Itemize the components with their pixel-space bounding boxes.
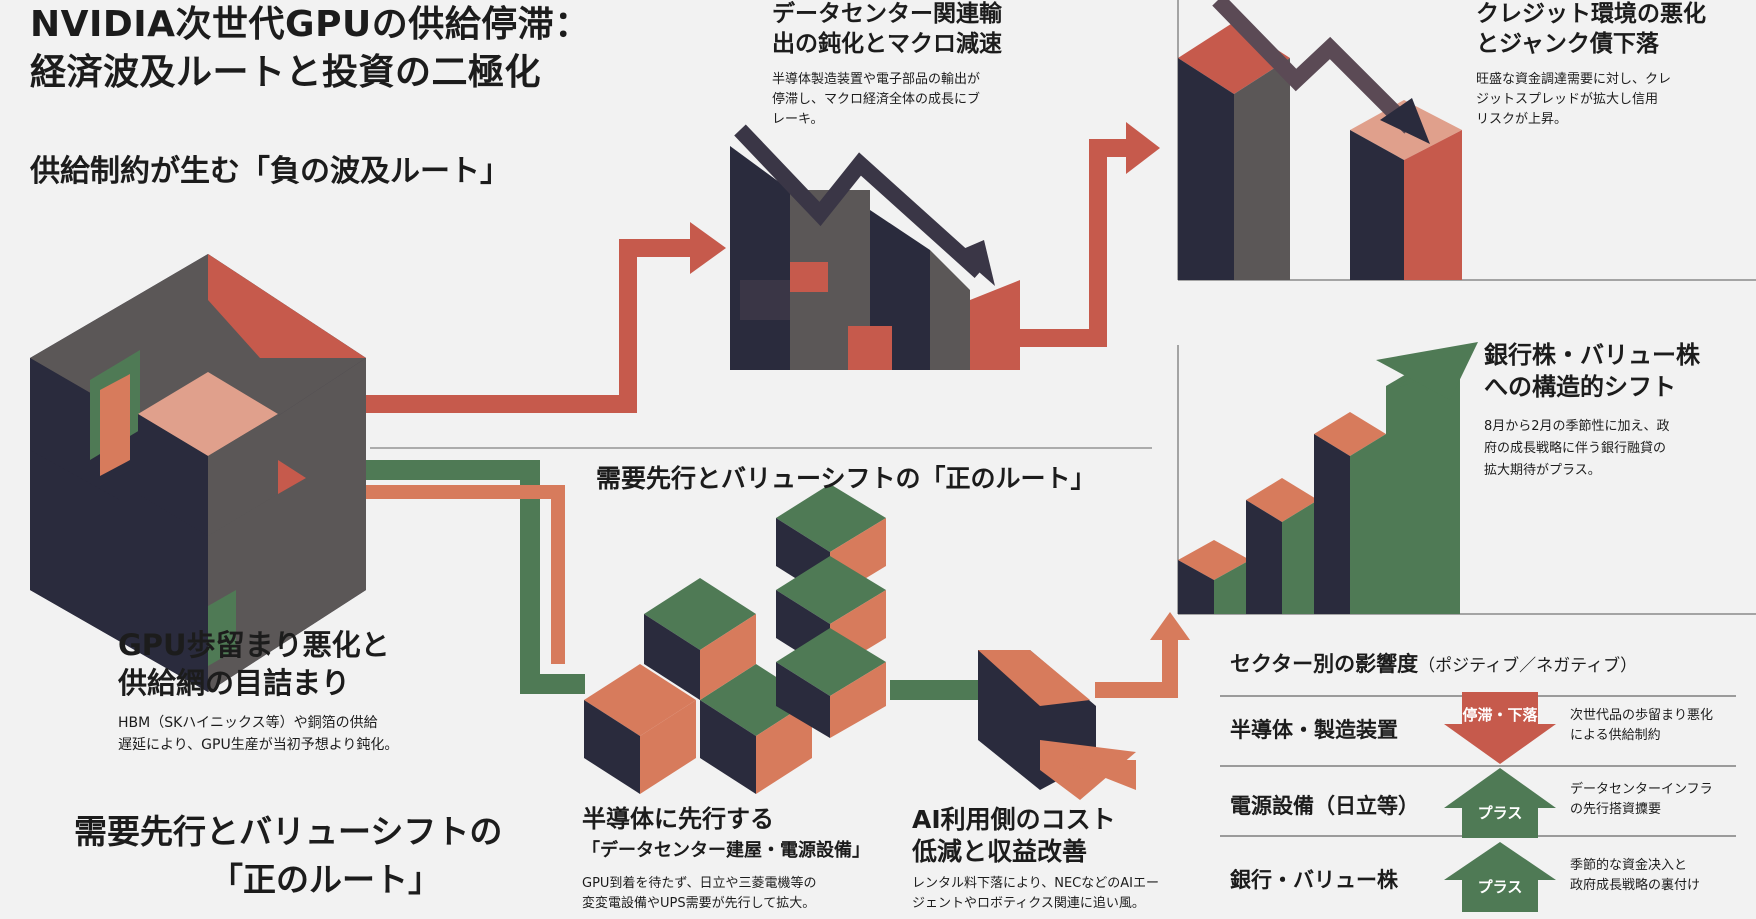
semis-lead-desc-line2: 変変電設備やUPS需要が先行して拡大。 [582, 896, 816, 911]
sector-row-badge: プラス [1477, 804, 1523, 822]
sector-row-label: 電源設備（日立等） [1230, 794, 1419, 818]
bank-title-line2: への構造的シフト [1484, 373, 1676, 401]
datacenter-desc-line3: レーキ。 [772, 112, 824, 127]
datacenter-decline-illustration [730, 124, 1020, 370]
sector-row-badge: プラス [1477, 878, 1523, 896]
bank-desc-line1: 8月から2月の季節性に加え、政 [1484, 419, 1670, 434]
positive-route-heading: 需要先行とバリューシフトの「正のルート」 [596, 464, 1096, 493]
sector-row-note-line1: 次世代品の歩留まり悪化 [1570, 708, 1714, 723]
ai-cost-illustration [978, 650, 1136, 800]
sector-table-title-suffix: （ポジティブ／ネガティブ） [1418, 656, 1638, 676]
gpu-block-desc-line2: 遅延により、GPU生産が当初予想より鈍化。 [118, 737, 399, 753]
ai-user-desc-line2: ジェントやロボティクス関連に追い風。 [912, 896, 1145, 911]
negative-route-arrow [360, 122, 1160, 413]
credit-desc-line2: ジットスプレッドが拡大し信用 [1476, 92, 1659, 107]
datacenter-building-cubes [584, 484, 886, 794]
gpu-cube-illustration [30, 254, 366, 692]
sector-row-note-line2: 政府成長戦略の裏付け [1570, 878, 1701, 893]
bank-desc-line3: 拡大期待がプラス。 [1484, 463, 1601, 478]
datacenter-title-line2: 出の鈍化とマクロ減速 [772, 31, 1002, 57]
sector-table-title: セクター別の影響度（ポジティブ／ネガティブ） [1230, 650, 1637, 680]
sector-table-title-main: セクター別の影響度 [1230, 652, 1419, 676]
credit-title-line1: クレジット環境の悪化 [1476, 1, 1706, 27]
page-title-line1: NVIDIA次世代GPUの供給停滞： [30, 4, 591, 45]
ai-user-title-line2: 低減と収益改善 [912, 837, 1088, 866]
sector-row-note-line1: データセンターインフラ [1570, 782, 1713, 797]
up-arrow-badge [1444, 842, 1556, 912]
ai-user-desc-line1: レンタル料下落により、NECなどのAIエー [912, 876, 1159, 891]
negative-route-title: 供給制約が生む「負の波及ルート」 [30, 154, 510, 189]
bank-desc-line2: 府の成長戦略に伴う銀行融貸の [1484, 441, 1667, 456]
gpu-block-desc-line1: HBM（SKハイニックス等）や銅箔の供給 [118, 715, 378, 731]
sector-row-badge: 停滞・下落 [1462, 706, 1538, 724]
page-title-line2: 経済波及ルートと投資の二極化 [30, 52, 542, 93]
gpu-block-title-line2: 供給網の目詰まり [118, 666, 351, 700]
up-arrow-badge [1444, 768, 1556, 838]
datacenter-title-line1: データセンター関連輸 [772, 1, 1002, 27]
positive-route-bottom-line2: 「正のルート」 [210, 860, 441, 899]
datacenter-desc-line1: 半導体製造装置や電子部品の輸出が [772, 72, 981, 87]
ai-user-title-line1: AI利用側のコスト [912, 805, 1116, 834]
sector-impact-table [1220, 692, 1736, 912]
credit-desc-line3: リスクが上昇。 [1476, 112, 1568, 127]
semis-lead-title-line2: 「データセンター建屋・電源設備」 [582, 840, 870, 861]
sector-row-label: 半導体・製造装置 [1230, 718, 1398, 742]
credit-title-line2: とジャンク債下落 [1476, 31, 1659, 57]
semis-lead-title-line1: 半導体に先行する [582, 805, 774, 833]
sector-row-note-line2: による供給制約 [1570, 728, 1661, 743]
bank-title-line1: 銀行株・バリュー株 [1484, 341, 1700, 369]
sector-row-note-line2: の先行搭資攈要 [1570, 802, 1662, 817]
gpu-block-title-line1: GPU歩留まり悪化と [118, 628, 390, 662]
semis-lead-desc-line1: GPU到着を待たず、日立や三菱電機等の [582, 876, 817, 891]
credit-deterioration-illustration [1178, 0, 1462, 280]
sector-row-label: 銀行・バリュー株 [1230, 868, 1398, 892]
datacenter-desc-line2: 停滞し、マクロ経済全体の成長にブ [772, 92, 981, 107]
sector-row-note-line1: 季節的な資金决入と [1570, 858, 1688, 873]
positive-route-arrow [360, 460, 1190, 700]
bank-value-shift-illustration [1178, 342, 1478, 614]
credit-desc-line1: 旺盛な資金調達需要に対し、クレ [1476, 72, 1672, 87]
positive-route-bottom-line1: 需要先行とバリューシフトの [74, 812, 503, 851]
down-arrow-badge [1444, 692, 1556, 764]
